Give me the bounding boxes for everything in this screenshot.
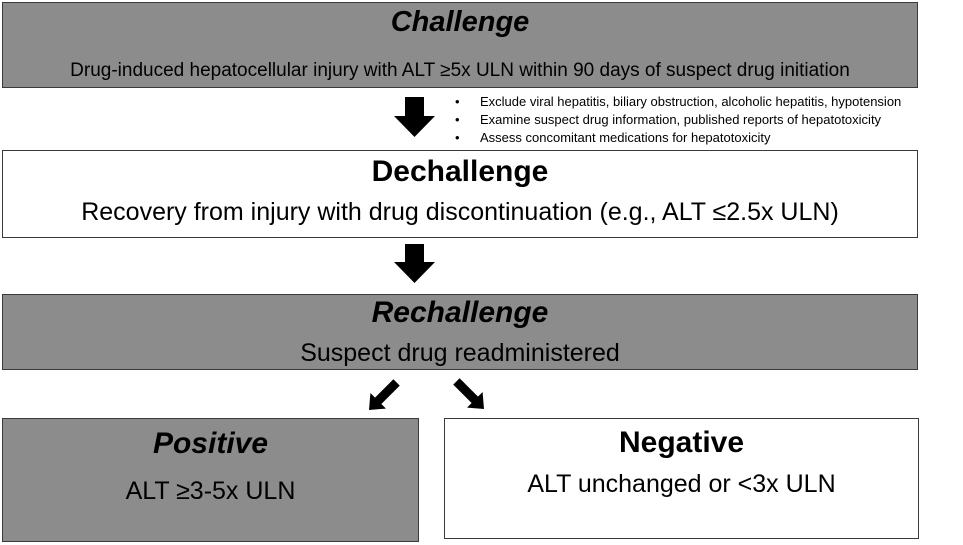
note-item: • Exclude viral hepatitis, biliary obstru…	[453, 93, 901, 111]
dechallenge-title: Dechallenge	[371, 155, 549, 188]
positive-box: Positive ALT ≥3-5x ULN	[2, 418, 419, 542]
note-item: • Examine suspect drug information, publi…	[453, 111, 901, 129]
negative-title: Negative	[618, 426, 745, 459]
note-text: Examine suspect drug information, publis…	[480, 112, 882, 127]
negative-box: Negative ALT unchanged or <3x ULN	[444, 418, 919, 539]
positive-subtitle: ALT ≥3-5x ULN	[125, 477, 296, 505]
arrow-down-icon	[394, 97, 435, 137]
positive-title: Positive	[152, 427, 269, 460]
arrow-down-icon	[394, 244, 435, 283]
notes-list: • Exclude viral hepatitis, biliary obstru…	[453, 93, 901, 147]
dechallenge-subtitle: Recovery from injury with drug discontin…	[81, 198, 839, 226]
note-text: Exclude viral hepatitis, biliary obstruc…	[480, 94, 902, 109]
challenge-box: Challenge Drug-induced hepatocellular in…	[2, 2, 918, 88]
arrow-down-left-icon	[369, 379, 400, 410]
negative-subtitle: ALT unchanged or <3x ULN	[527, 470, 836, 498]
rechallenge-title: Rechallenge	[371, 296, 549, 329]
dechallenge-box: Dechallenge Recovery from injury with dr…	[2, 150, 918, 238]
rechallenge-box: Rechallenge Suspect drug readministered	[2, 294, 918, 370]
bullet-icon: •	[455, 130, 460, 145]
bullet-icon: •	[455, 94, 460, 109]
challenge-title: Challenge	[390, 6, 530, 38]
note-item: • Assess concomitant medications for hepa…	[453, 129, 901, 147]
challenge-subtitle: Drug-induced hepatocellular injury with …	[70, 60, 850, 81]
note-text: Assess concomitant medications for hepat…	[480, 130, 771, 145]
bullet-icon: •	[455, 112, 460, 127]
arrow-down-right-icon	[453, 378, 484, 409]
rechallenge-subtitle: Suspect drug readministered	[300, 339, 620, 367]
